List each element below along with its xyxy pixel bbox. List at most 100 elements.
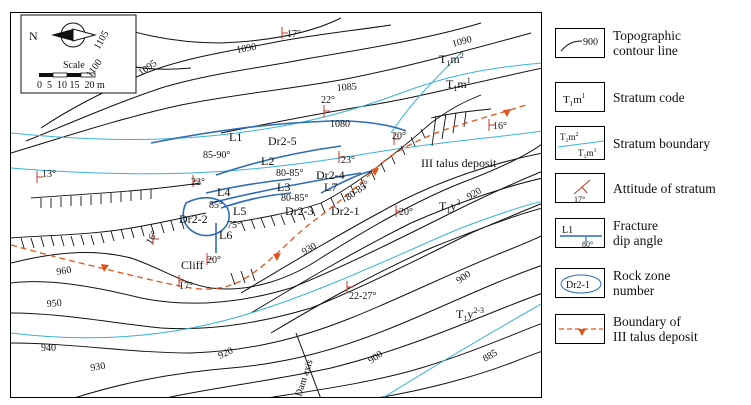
attitude-label: 13° bbox=[42, 169, 56, 180]
fracture-dr22-outline bbox=[182, 197, 230, 237]
contour-label: 1090 bbox=[451, 34, 473, 50]
legend-label: Attitude of stratum bbox=[613, 181, 716, 196]
fracture-label: L3 bbox=[277, 180, 290, 194]
rock-zone-label: Dr2-1 bbox=[331, 204, 360, 218]
fracture-label: L2 bbox=[261, 154, 274, 168]
legend-sample-contour: 900 bbox=[555, 28, 605, 58]
contour-label: 885 bbox=[481, 348, 499, 365]
cliff-hatch bbox=[431, 111, 467, 147]
cliff-crest-line bbox=[230, 94, 482, 224]
fracture-label: L1 bbox=[229, 130, 242, 144]
rock-zone-label: Dr2-3 bbox=[285, 204, 314, 218]
dam-axis-label: Dam axis bbox=[293, 358, 315, 398]
rock-zone-label: Dr2-5 bbox=[268, 134, 297, 148]
attitude-label: 16° bbox=[493, 121, 507, 132]
contour-label: 1080 bbox=[330, 119, 350, 130]
north-scale-inset: N Scale 0 5 10 15 20 m bbox=[20, 14, 137, 94]
fracture-label: L5 bbox=[233, 204, 246, 218]
svg-text:17°: 17° bbox=[574, 195, 585, 204]
fracture-L3 bbox=[210, 172, 362, 204]
legend-sample-attitude: 17° bbox=[555, 173, 605, 204]
stratum-boundary-line bbox=[383, 303, 541, 397]
fracture-labels: L1 L2 L3 L4 L5 L6 L7 bbox=[217, 130, 337, 242]
contour-label: 1095 bbox=[136, 58, 159, 78]
stratum-code: T1y2-3 bbox=[456, 306, 484, 323]
talus-label: III talus deposit bbox=[421, 156, 497, 170]
attitude-label: 22° bbox=[191, 177, 205, 188]
legend: 900 Topographic contour line T1m1 Stratu… bbox=[555, 28, 751, 358]
stratum-codes: T1m2 T1m1 T1y3 T1y2-3 bbox=[439, 51, 484, 323]
legend-label: contour line bbox=[613, 43, 678, 58]
dip-label: 85-90° bbox=[203, 150, 230, 161]
attitude-label: 17° bbox=[179, 281, 193, 292]
stratum-boundary-line bbox=[11, 130, 541, 175]
legend-label: Stratum code bbox=[613, 90, 685, 105]
dip-label: 75° bbox=[227, 220, 241, 231]
talus-boundary bbox=[11, 104, 527, 290]
stratum-boundary-line bbox=[11, 200, 541, 339]
rock-zone-label: Dr2-2 bbox=[179, 212, 208, 226]
legend-sample-stratum-code: T1m1 bbox=[555, 82, 605, 112]
attitude-labels: 17° 22° 20° 16° 13° 22° 23° 20° 16° 20° … bbox=[42, 29, 507, 302]
contour-line bbox=[220, 67, 541, 134]
scale-ticks: 0 5 10 15 20 m bbox=[37, 80, 105, 91]
contour-label: 1085 bbox=[336, 81, 357, 94]
fracture-label: L6 bbox=[219, 228, 232, 242]
contour-line bbox=[11, 171, 541, 304]
contour-line bbox=[75, 265, 541, 397]
legend-sample-rock-zone: Dr2-1 bbox=[555, 268, 605, 298]
contour-line bbox=[11, 32, 532, 154]
attitude-label: 22° bbox=[321, 95, 335, 106]
svg-text:900: 900 bbox=[583, 37, 598, 48]
attitude-label: 23° bbox=[341, 155, 355, 166]
cliff-hatch bbox=[40, 189, 152, 208]
contour-line bbox=[379, 351, 541, 397]
cliff-hatch bbox=[240, 128, 426, 232]
svg-text:L1: L1 bbox=[562, 225, 573, 236]
contour-label: 940 bbox=[41, 343, 56, 354]
legend-sample-fracture: L1 80° bbox=[555, 218, 605, 249]
contour-line bbox=[270, 323, 541, 397]
fracture-lines bbox=[150, 120, 407, 253]
talus-arrow bbox=[101, 264, 109, 272]
fracture-L4 bbox=[205, 178, 292, 194]
stratum-boundary-line bbox=[11, 62, 541, 140]
talus-boundary-line bbox=[11, 104, 527, 290]
dip-label: 80-85° bbox=[276, 168, 303, 179]
attitude-label: 20° bbox=[399, 207, 413, 218]
contour-line bbox=[250, 177, 541, 314]
attitude-label: 20° bbox=[392, 131, 406, 142]
stratum-boundaries bbox=[11, 52, 541, 397]
fracture-L1 bbox=[150, 120, 407, 144]
stratum-code: T1y3 bbox=[439, 198, 460, 215]
legend-label: dip angle bbox=[613, 233, 663, 248]
contour-label: 950 bbox=[46, 298, 62, 310]
svg-text:T1m1: T1m1 bbox=[578, 148, 597, 160]
stratum-code: T1m1 bbox=[446, 76, 471, 93]
talus-arrow bbox=[371, 168, 379, 176]
fracture-L2 bbox=[215, 145, 342, 176]
contour-line bbox=[270, 207, 541, 334]
talus-arrows bbox=[101, 109, 511, 272]
legend-label: Fracture bbox=[613, 218, 658, 233]
geological-map: N Scale 0 5 10 15 20 m 1105 1100 1095 10… bbox=[10, 12, 542, 398]
legend-label: Boundary of bbox=[613, 314, 681, 329]
attitude-label: 17° bbox=[287, 29, 301, 40]
svg-text:80°: 80° bbox=[582, 240, 593, 249]
contour-labels: 1105 1100 1095 1090 1090 1085 1080 960 9… bbox=[41, 29, 499, 374]
rock-zone-labels: Dr2-5 Dr2-4 Dr2-3 Dr2-2 Dr2-1 bbox=[179, 134, 360, 226]
stratum-boundary-line bbox=[390, 52, 462, 134]
contour-line bbox=[168, 293, 541, 397]
cliff-crest-line bbox=[11, 212, 207, 239]
contour-line bbox=[11, 143, 541, 290]
dip-label: 85° bbox=[209, 200, 223, 211]
attitude-label: 16° bbox=[144, 229, 161, 247]
contour-line bbox=[11, 235, 541, 354]
legend-label: Rock zone bbox=[613, 268, 671, 283]
cliff-crest-line bbox=[30, 182, 202, 199]
dam-axis-line bbox=[295, 332, 321, 397]
legend-label: number bbox=[613, 283, 655, 298]
fracture-label: L7 bbox=[324, 180, 337, 194]
talus-arrow bbox=[273, 253, 281, 261]
fracture-L7 bbox=[320, 170, 372, 194]
